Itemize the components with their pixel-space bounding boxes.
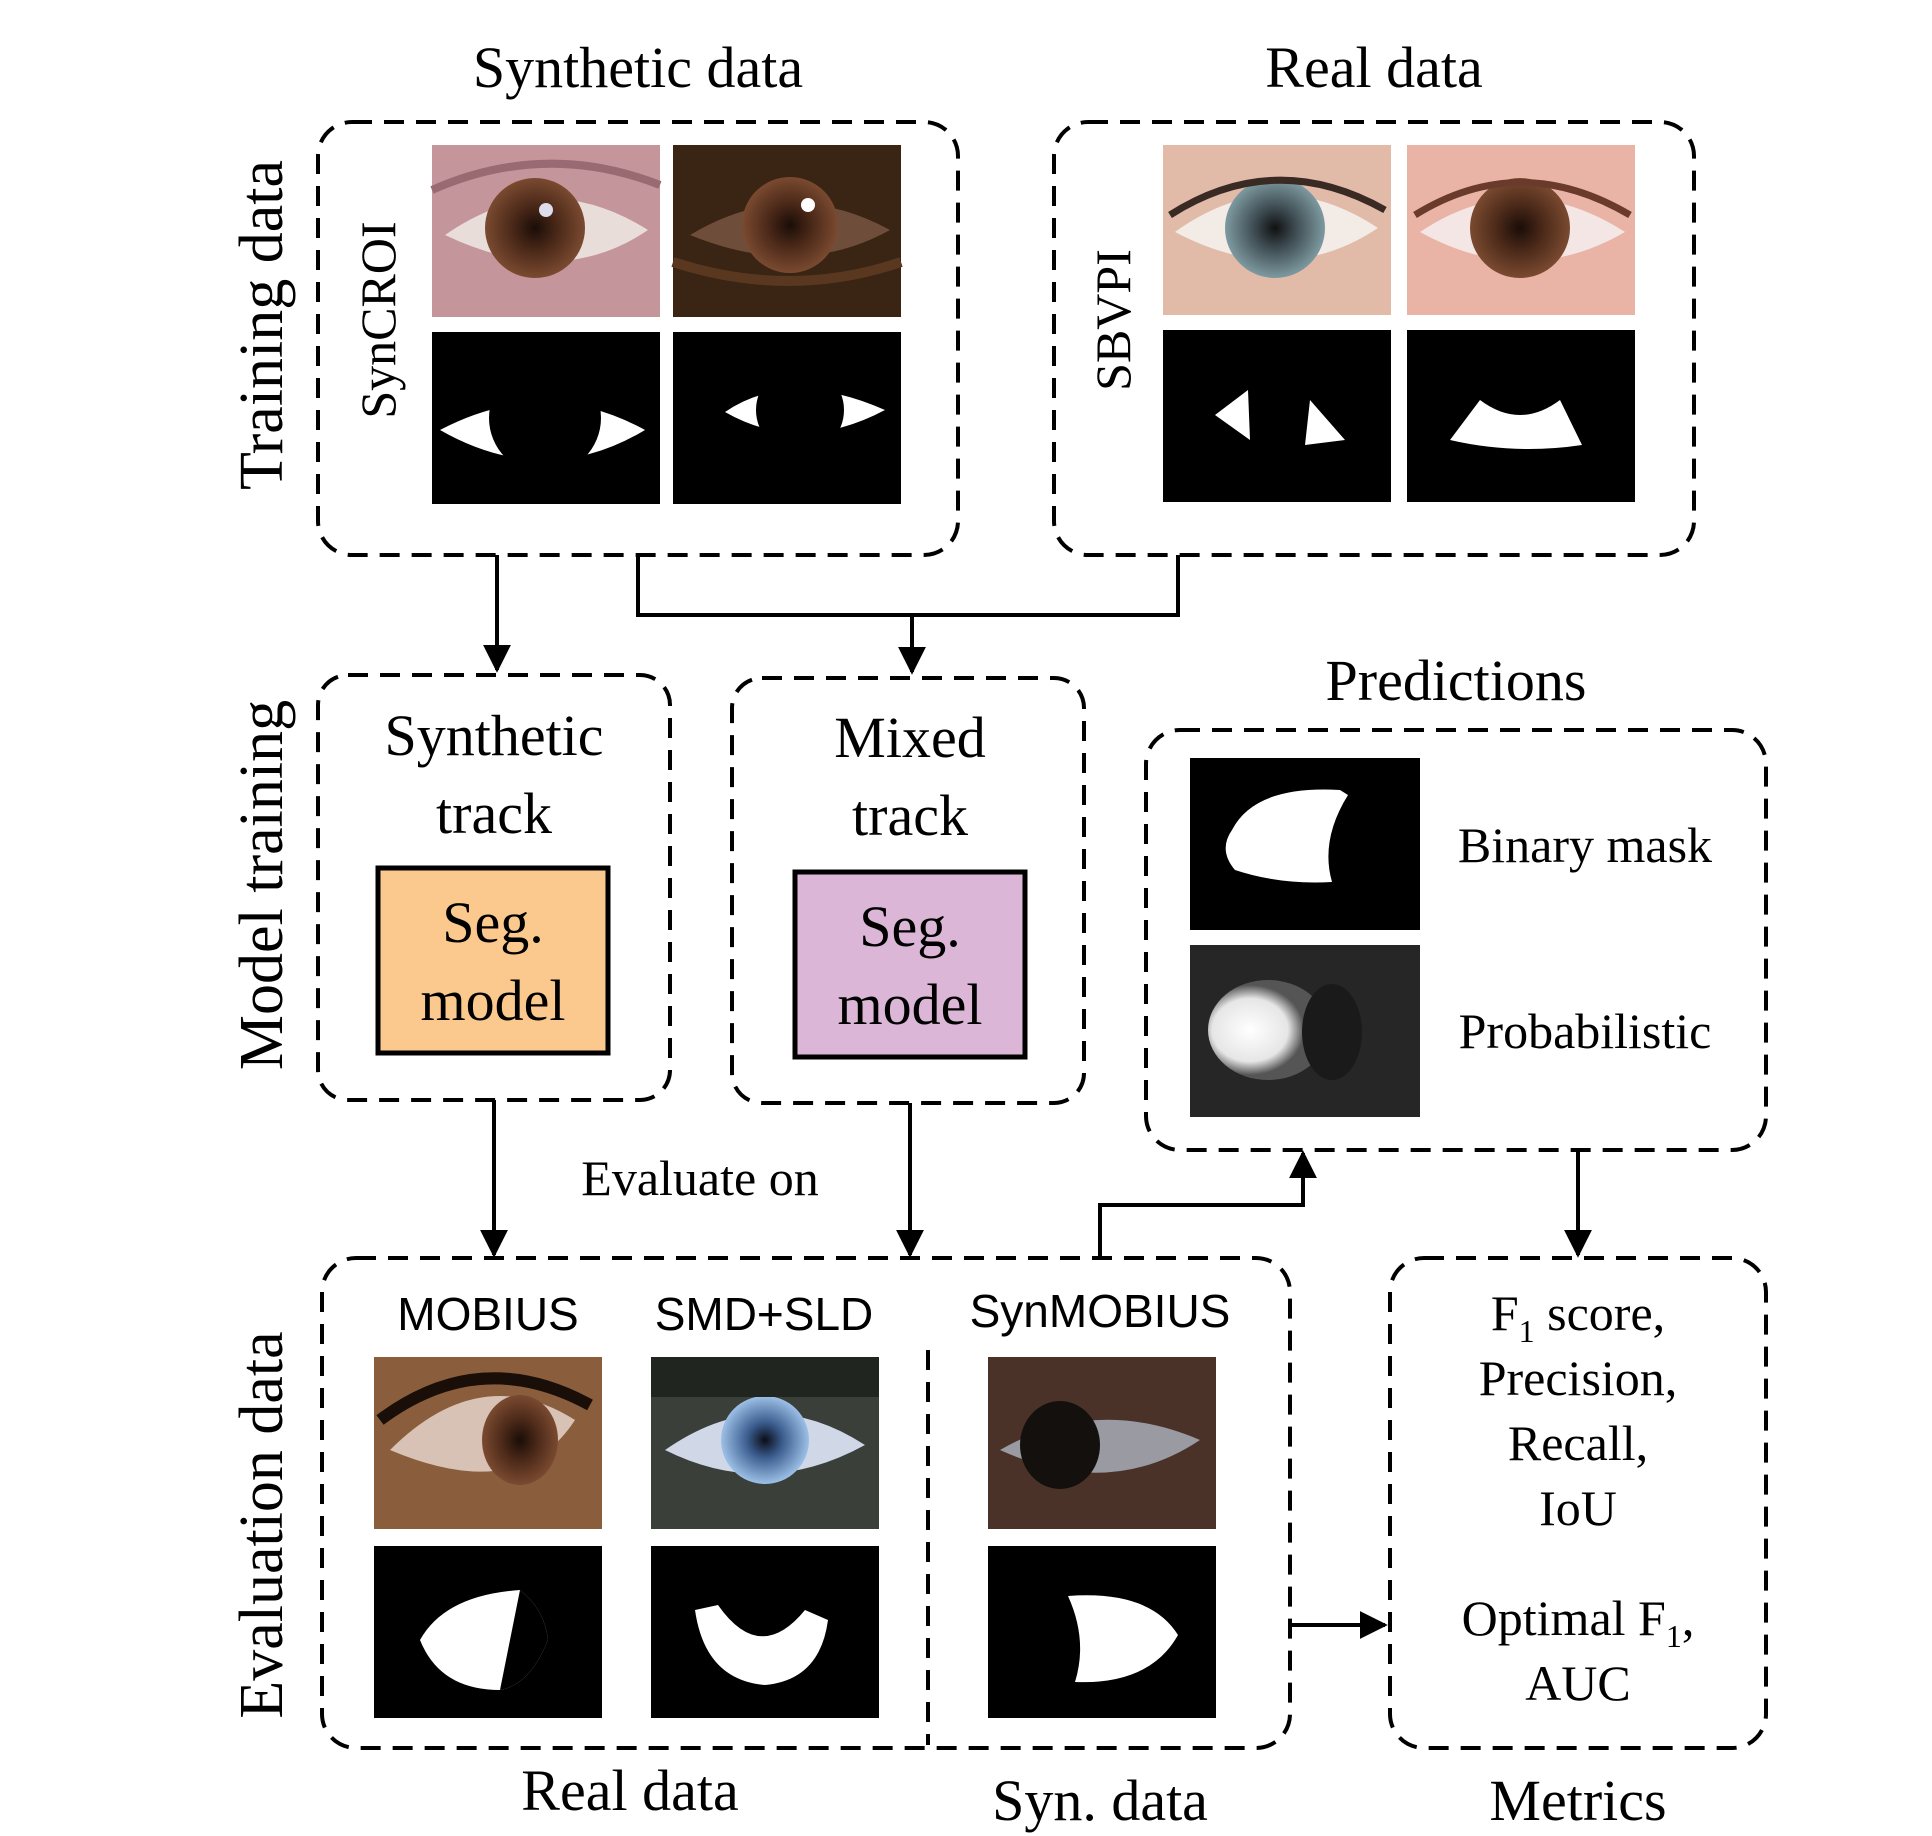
binary-mask-image [1190, 758, 1420, 930]
connector-synthetic-to-mixed [636, 555, 1180, 617]
sbvpi-mask-2 [1407, 330, 1635, 502]
predictions-box [1144, 728, 1768, 1152]
synmobius-mask [988, 1546, 1216, 1718]
probabilistic-label: Probabilistic [1459, 1003, 1712, 1059]
sbvpi-eye-image-2 [1407, 145, 1635, 315]
metric-precision: Precision, [1479, 1350, 1678, 1406]
metric-optimal-f1: Optimal F1, [1462, 1590, 1695, 1654]
sbvpi-mask-1 [1163, 330, 1391, 502]
row-label-model: Model training [228, 700, 296, 1070]
mobius-mask [374, 1546, 602, 1718]
arrow-eval-to-predictions [1098, 1150, 1317, 1258]
synthetic-track-line2: track [436, 781, 552, 846]
sbvpi-eye-image-1 [1163, 145, 1391, 315]
syncroi-label: SynCROI [350, 221, 406, 418]
smd-eye-image [651, 1357, 879, 1529]
syncroi-eye-image-2 [671, 145, 903, 317]
metric-iou: IoU [1539, 1480, 1617, 1536]
binary-mask-label: Binary mask [1458, 817, 1712, 873]
mobius-eye-image [374, 1357, 602, 1529]
mixed-seg-model-line2: model [838, 972, 983, 1037]
metric-f1: F1 score, [1491, 1285, 1665, 1349]
syn-data-caption: Syn. data [992, 1768, 1208, 1833]
mobius-label: MOBIUS [397, 1288, 578, 1340]
metric-auc: AUC [1525, 1655, 1631, 1711]
real-data-box [1052, 120, 1696, 557]
syncroi-mask-1 [432, 332, 660, 504]
synthetic-seg-model-line2: model [421, 968, 566, 1033]
synthetic-track-line1: Synthetic [384, 703, 603, 768]
metric-recall: Recall, [1508, 1415, 1648, 1471]
synthetic-data-title: Synthetic data [473, 35, 803, 100]
metrics-box [1388, 1256, 1768, 1750]
metrics-caption: Metrics [1489, 1768, 1666, 1833]
synmobius-eye-image [988, 1357, 1216, 1529]
mixed-track-line1: Mixed [834, 705, 985, 770]
smd-sld-label: SMD+SLD [655, 1288, 874, 1340]
real-data-title: Real data [1265, 35, 1482, 100]
mixed-seg-model-box [792, 869, 1028, 1060]
predictions-title: Predictions [1326, 648, 1587, 713]
real-data-caption: Real data [521, 1758, 738, 1823]
sbvpi-label: SBVPI [1085, 249, 1141, 391]
row-label-training: Training data [228, 160, 296, 490]
synthetic-seg-model-box [375, 865, 611, 1056]
evaluation-data-box [320, 1256, 1292, 1750]
row-label-evaluation: Evaluation data [228, 1331, 296, 1718]
mixed-seg-model-line1: Seg. [859, 894, 961, 959]
synthetic-seg-model-line1: Seg. [442, 890, 544, 955]
syncroi-eye-image-1 [430, 145, 662, 317]
probabilistic-mask-image [1190, 945, 1420, 1117]
syncroi-mask-2 [673, 332, 901, 504]
evaluate-on-label: Evaluate on [581, 1150, 818, 1206]
mixed-track-line2: track [852, 783, 968, 848]
synmobius-label: SynMOBIUS [970, 1285, 1231, 1337]
smd-mask [651, 1546, 879, 1718]
